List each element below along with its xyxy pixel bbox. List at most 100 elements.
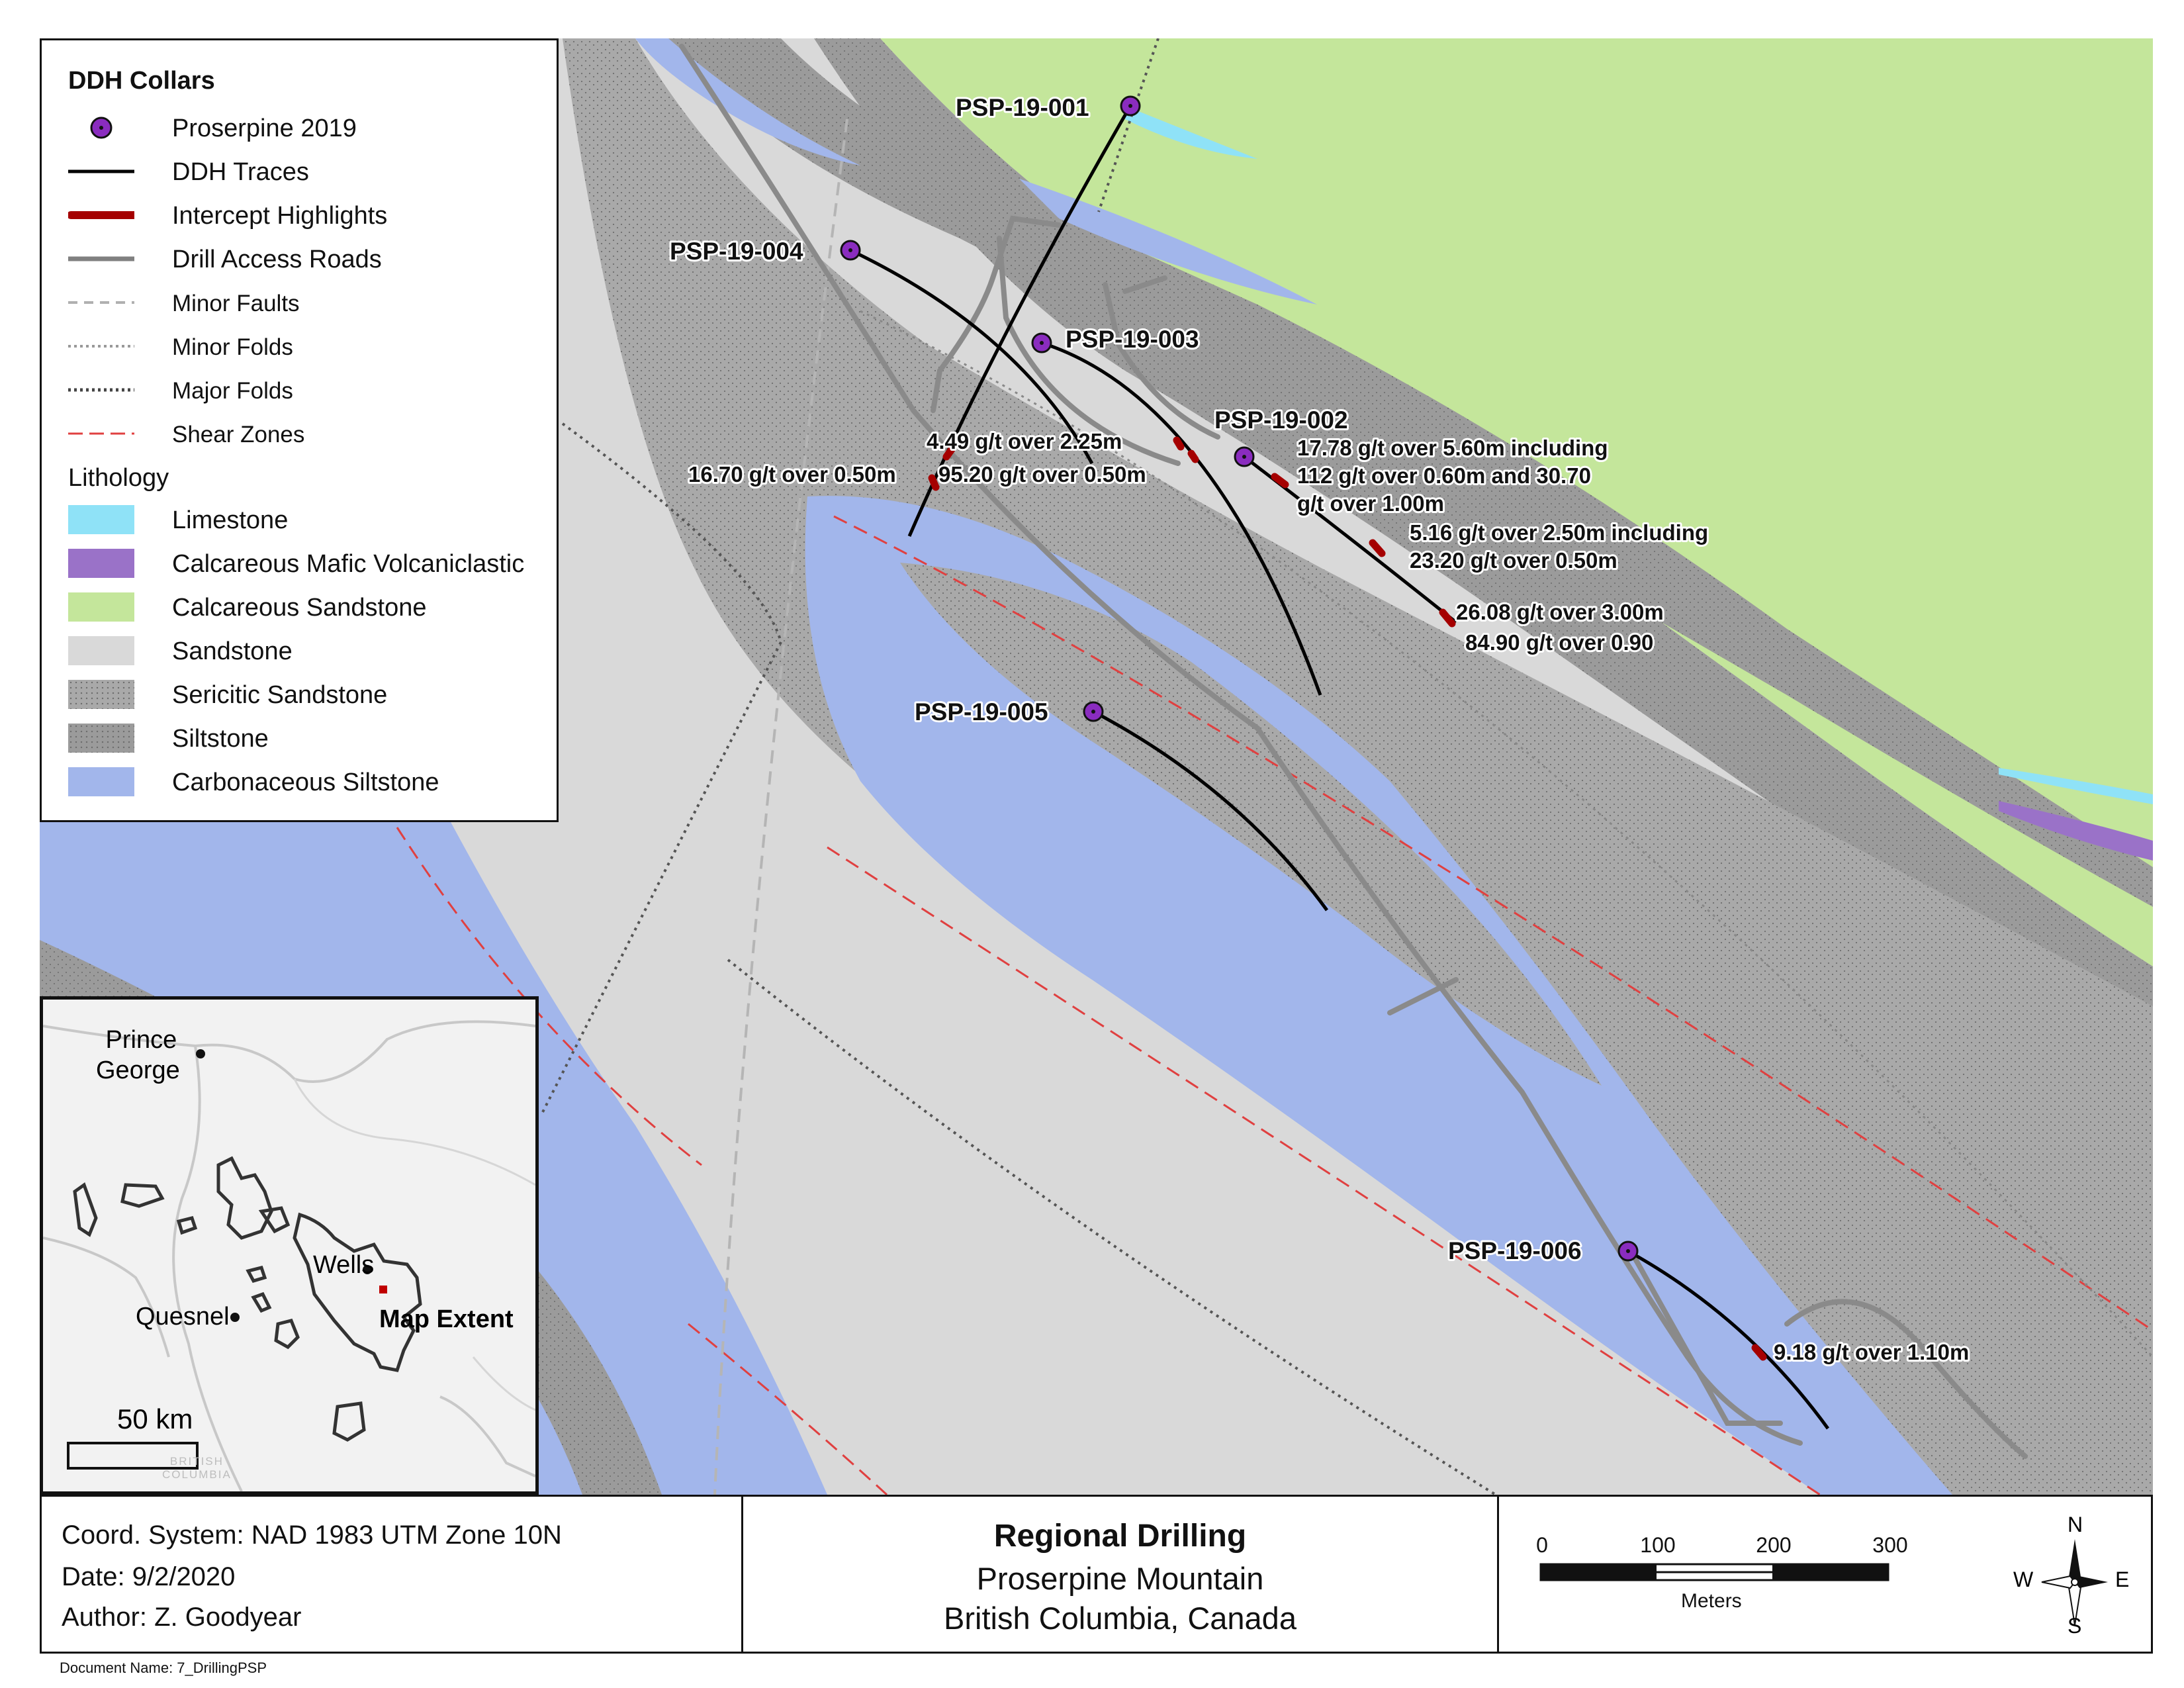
legend-label: Carbonaceous Siltstone (172, 769, 439, 796)
carbonaceous-siltstone-main (805, 496, 1952, 1495)
hole-label: PSP-19-005 (915, 698, 1048, 726)
ddh-trace (849, 248, 1094, 465)
legend-item-minor-faults: Minor Faults (68, 285, 558, 320)
legend-item-ddh-traces: DDH Traces (68, 154, 558, 189)
limestone-sliver (1125, 106, 1257, 159)
town-name: George (96, 1056, 180, 1084)
legend-lith-item: Sandstone (68, 633, 558, 668)
legend-label: Major Folds (172, 378, 293, 404)
title-cell: Regional Drilling Proserpine Mountain Br… (743, 1497, 1499, 1652)
legend-lith-item: Limestone (68, 502, 558, 537)
calcareous-mafic-sliver (1999, 801, 2153, 861)
hole-label: PSP-19-001 (956, 94, 1089, 121)
inset-scale-bar (67, 1442, 199, 1470)
compass-north: N (2068, 1513, 2083, 1536)
drill-access-roads (679, 44, 2028, 1459)
map-extent-marker (379, 1286, 387, 1293)
inset-locator-map: Prince George Wells Quesnel Map Extent 5… (40, 996, 539, 1495)
siltstone-band-mid (662, 38, 2153, 907)
legend-item-major-folds: Major Folds (68, 373, 558, 407)
intercept-mark (928, 474, 940, 491)
legend-lith-item: Siltstone (68, 721, 558, 755)
minor-faults (713, 118, 848, 1495)
legend-panel: DDH Collars Proserpine 2019 DDH Traces I… (40, 38, 559, 822)
compass-west: W (2013, 1568, 2034, 1591)
black-line-icon (68, 169, 134, 173)
ddh-trace (1627, 1249, 1830, 1430)
scale-tick-label: 200 (1756, 1533, 1792, 1557)
collars (840, 95, 1639, 1262)
scale-tick-label: 100 (1640, 1533, 1676, 1557)
lithology-swatch (68, 592, 134, 622)
intercept-highlights (928, 436, 1767, 1361)
red-dashed-line-icon (68, 432, 134, 435)
intercept-mark (942, 444, 957, 461)
coord-system: Coord. System: NAD 1983 UTM Zone 10N (62, 1521, 562, 1550)
collar-center (1242, 455, 1246, 459)
red-line-icon (68, 211, 134, 219)
legend-label: Shear Zones (172, 422, 305, 447)
hole-labels: PSP-19-001PSP-19-002PSP-19-003PSP-19-004… (668, 92, 1584, 1266)
town-name: Prince (105, 1026, 177, 1054)
ddh-trace (1092, 710, 1329, 912)
map-subtitle-location: Proserpine Mountain (976, 1561, 1264, 1596)
legend-lith-item: Calcareous Mafic Volcaniclastic (68, 546, 558, 581)
lithology-swatch (68, 636, 134, 665)
scale-tick-label: 300 (1872, 1533, 1908, 1557)
intercept-label: 26.08 g/t over 3.00m (1456, 600, 1664, 624)
legend-lith-item: Carbonaceous Siltstone (68, 765, 558, 799)
legend-label: Sericitic Sandstone (172, 681, 388, 709)
shear-zones (396, 515, 2153, 1495)
collar-center (1128, 104, 1132, 108)
carbonaceous-siltstone-strip (635, 38, 860, 165)
map-subtitle-region: British Columbia, Canada (944, 1601, 1297, 1636)
legend-ddh-title: DDH Collars (68, 67, 215, 95)
intercept-label: 23.20 g/t over 0.50m (1410, 548, 1617, 573)
metadata-cell: Coord. System: NAD 1983 UTM Zone 10N Dat… (42, 1497, 743, 1652)
intercept-label: 112 g/t over 0.60m and 30.70 (1297, 463, 1591, 488)
collar-center (1091, 710, 1095, 714)
map-title: Regional Drilling (993, 1519, 1247, 1554)
intercept-label: 9.18 g/t over 1.10m (1774, 1340, 1969, 1364)
intercept-label: 16.70 g/t over 0.50m (688, 462, 896, 487)
compass-south: S (2068, 1614, 2082, 1638)
legend-lith-item: Calcareous Sandstone (68, 590, 558, 624)
compass-rose-icon (2041, 1539, 2108, 1626)
legend-item-minor-folds: Minor Folds (68, 329, 558, 363)
hole-label: PSP-19-003 (1066, 326, 1199, 353)
town-dot-prince-george (196, 1049, 205, 1058)
legend-label: Proserpine 2019 (172, 115, 357, 142)
legend-item-intercepts: Intercept Highlights (68, 198, 558, 232)
scale-unit: Meters (1681, 1590, 1742, 1612)
legend-label: Minor Folds (172, 334, 293, 360)
hole-label: PSP-19-006 (1448, 1237, 1582, 1264)
legend-lithology-title: Lithology (68, 464, 169, 492)
map-extent-label: Map Extent (379, 1305, 514, 1333)
lithology-swatch (68, 549, 134, 578)
collar-center (1626, 1249, 1630, 1253)
intercept-mark (1751, 1344, 1767, 1361)
town-wells: Wells (313, 1251, 375, 1279)
legend-lith-item: Sericitic Sandstone (68, 677, 558, 712)
legend-label: Calcareous Sandstone (172, 594, 427, 622)
hole-label: PSP-19-002 (1214, 406, 1348, 434)
inset-map-graphic (43, 1020, 535, 1491)
legend-label: DDH Traces (172, 158, 309, 186)
watermark-text: BRITISH (169, 1455, 224, 1468)
legend-item-collar: Proserpine 2019 (68, 111, 558, 145)
town-dot-wells (363, 1265, 372, 1274)
legend-label: Sandstone (172, 637, 293, 665)
intercept-mark (1369, 539, 1386, 557)
legend-label: Limestone (172, 506, 289, 534)
map-footer: Coord. System: NAD 1983 UTM Zone 10N Dat… (40, 1495, 2153, 1654)
town-quesnel: Quesnel (136, 1303, 230, 1331)
legend-label: Siltstone (172, 725, 269, 753)
dashed-line-icon (68, 301, 134, 304)
lithology-swatch (68, 724, 134, 753)
town-dot-quesnel (230, 1313, 240, 1322)
intercept-mark (1271, 473, 1289, 489)
watermark-text: COLUMBIA (162, 1468, 232, 1481)
limestone-sliver-right (1999, 768, 2153, 804)
intercept-label: 95.20 g/t over 0.50m (938, 462, 1146, 487)
town-prince-george: Prince George (96, 1025, 180, 1086)
